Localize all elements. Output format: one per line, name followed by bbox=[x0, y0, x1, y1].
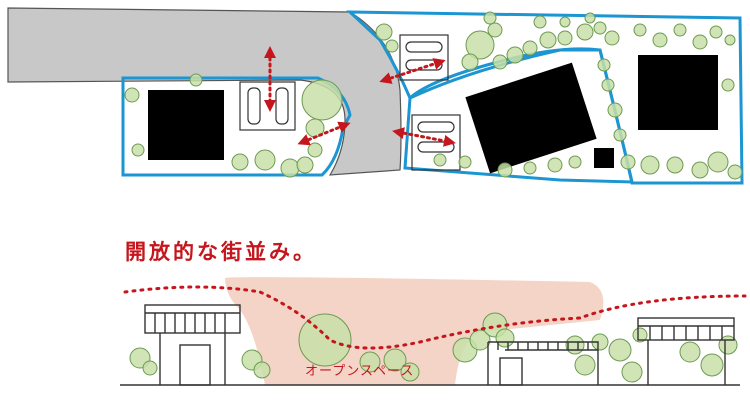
tree bbox=[574, 354, 596, 376]
tree bbox=[280, 158, 300, 178]
access-arrow-top bbox=[379, 58, 446, 84]
tree bbox=[727, 164, 743, 180]
tree bbox=[652, 32, 668, 48]
house-elevation-right bbox=[637, 317, 735, 385]
tree bbox=[492, 54, 508, 70]
tree bbox=[547, 157, 563, 173]
tree bbox=[608, 338, 632, 362]
tree bbox=[539, 31, 557, 49]
building-middle bbox=[465, 62, 597, 174]
access-arrows bbox=[264, 46, 456, 147]
tree bbox=[506, 46, 524, 64]
tree bbox=[433, 153, 447, 167]
tree bbox=[709, 25, 723, 39]
open-space-label: オープンスペース bbox=[305, 364, 415, 379]
tree bbox=[307, 142, 323, 158]
tree bbox=[633, 23, 647, 37]
tree bbox=[700, 353, 724, 377]
tree bbox=[298, 313, 352, 367]
tree bbox=[458, 155, 472, 169]
tree bbox=[296, 156, 314, 174]
tree bbox=[400, 362, 420, 382]
building-left bbox=[148, 90, 224, 160]
tree bbox=[673, 23, 687, 37]
tree bbox=[692, 34, 708, 50]
tree bbox=[385, 39, 399, 53]
tree bbox=[359, 351, 381, 373]
small-building bbox=[594, 148, 614, 168]
tree bbox=[469, 329, 491, 351]
tree bbox=[691, 161, 709, 179]
tree bbox=[461, 53, 479, 71]
tree bbox=[576, 23, 594, 41]
tree bbox=[584, 12, 596, 24]
tree bbox=[601, 78, 615, 92]
skyline-dotted-curve bbox=[123, 285, 747, 350]
tree bbox=[497, 162, 513, 178]
tree bbox=[568, 155, 582, 169]
tree bbox=[721, 78, 735, 92]
tree bbox=[607, 102, 623, 118]
tree bbox=[483, 11, 497, 25]
tree bbox=[142, 360, 158, 376]
tree bbox=[253, 361, 271, 379]
house-elevation-middle bbox=[487, 341, 599, 386]
tree bbox=[523, 161, 537, 175]
tree bbox=[189, 73, 203, 87]
tree bbox=[613, 128, 627, 142]
tree bbox=[620, 154, 636, 170]
tree bbox=[533, 15, 547, 29]
tree bbox=[666, 156, 684, 174]
tree bbox=[301, 79, 343, 121]
tree bbox=[640, 155, 660, 175]
tree bbox=[559, 16, 571, 28]
tree bbox=[231, 153, 249, 171]
plan-trees bbox=[124, 11, 743, 180]
tree bbox=[131, 143, 145, 157]
tree bbox=[487, 22, 503, 38]
tree bbox=[465, 30, 495, 60]
tree bbox=[597, 58, 611, 72]
tree bbox=[522, 40, 538, 56]
building-right bbox=[638, 55, 718, 130]
access-arrow-left-diagonal bbox=[297, 121, 351, 146]
tree bbox=[621, 361, 643, 383]
tree bbox=[254, 149, 276, 171]
tree bbox=[375, 23, 393, 41]
access-arrow-bottom bbox=[392, 127, 456, 147]
tree bbox=[383, 348, 407, 372]
house-elevation-left bbox=[144, 304, 241, 386]
caption-title: 開放的な街並み。 bbox=[125, 240, 317, 264]
tree bbox=[124, 87, 140, 103]
tree bbox=[707, 151, 729, 173]
tree bbox=[679, 341, 701, 363]
tree bbox=[632, 327, 648, 343]
tree bbox=[604, 30, 620, 46]
tree bbox=[557, 30, 573, 46]
tree bbox=[593, 21, 607, 35]
tree bbox=[724, 34, 736, 46]
tree bbox=[495, 328, 515, 348]
parking-left bbox=[239, 81, 296, 131]
